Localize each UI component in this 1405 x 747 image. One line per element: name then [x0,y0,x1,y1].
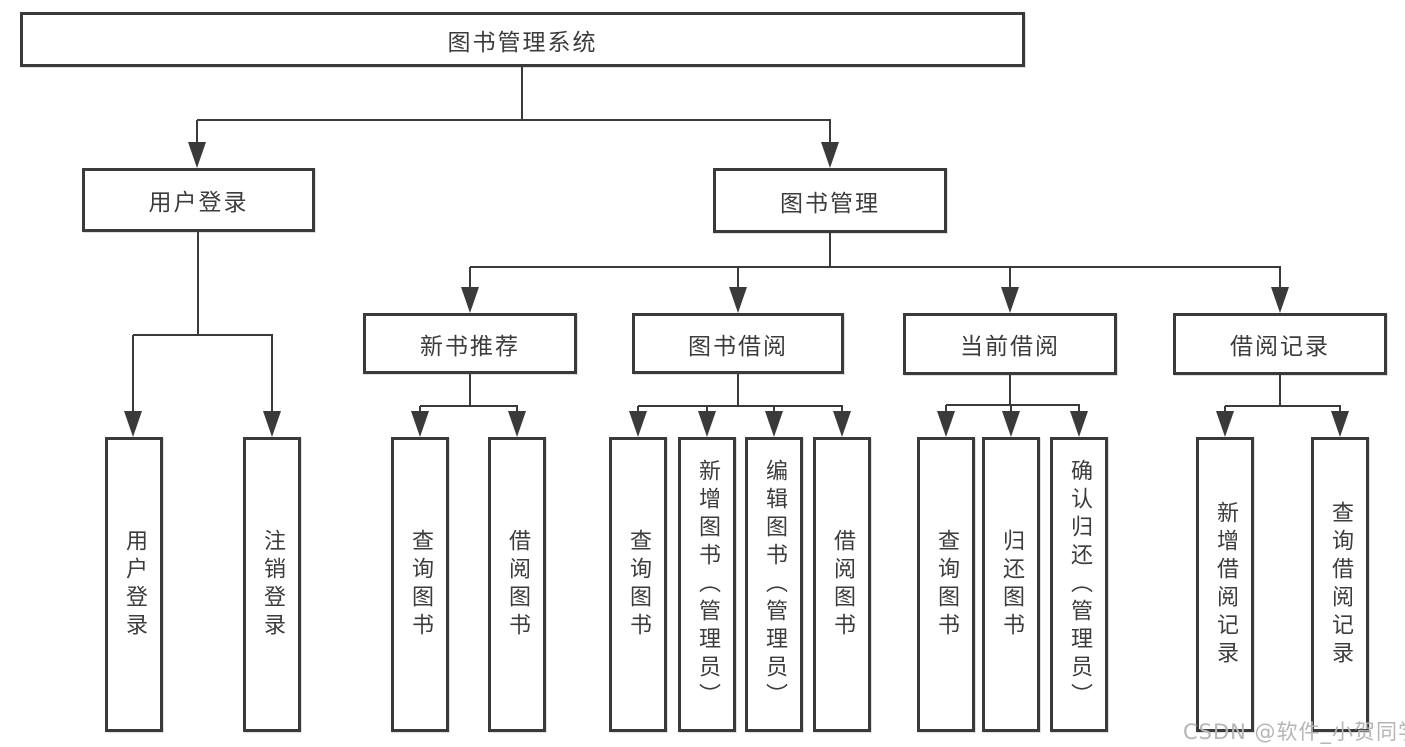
leaf-query-books-borrowing-label: 查询图书 [626,528,651,641]
connector-book-management-stem [829,233,831,268]
connector-records-stem [1279,375,1281,407]
leaf-user-login-label: 用户登录 [122,528,147,641]
node-new-book-recommendation: 新书推荐 [363,313,577,374]
connector-root-stem [521,67,523,120]
leaf-query-books-recommend: 查询图书 [391,437,449,732]
leaf-logout-label: 注销登录 [260,528,285,641]
connector-current-branch [946,404,1080,406]
csdn-watermark: CSDN @软件_小贺同学 [1183,720,1405,744]
leaf-borrow-books: 借阅图书 [813,437,871,732]
node-borrowing-records-label: 借阅记录 [1230,334,1330,360]
arrow-to-leaf-add-books [698,406,716,437]
node-book-borrowing-label: 图书借阅 [688,333,788,360]
node-current-borrowing: 当前借阅 [903,313,1117,375]
arrow-to-new-book-recommendation [461,267,479,313]
arrow-to-user-login-module [188,120,206,168]
leaf-borrow-books-label: 借阅图书 [830,528,855,641]
leaf-return-books-label: 归还图书 [999,528,1024,641]
leaf-query-books-recommend-label: 查询图书 [408,528,433,641]
leaf-add-books-admin: 新增图书（管理员） [678,437,736,732]
connector-current-stem [1009,375,1011,406]
leaf-confirm-return-admin: 确认归还（管理员） [1050,437,1108,732]
connector-borrowing-stem [737,374,739,407]
connector-records-branch [1225,405,1341,407]
leaf-borrow-books-recommend-label: 借阅图书 [505,528,530,641]
connector-user-login-stem [197,232,199,336]
leaf-logout: 注销登录 [243,437,301,732]
arrow-to-leaf-query-books-current [937,405,955,437]
connector-user-login-branch [133,334,273,336]
arrow-to-leaf-user-login [124,335,142,437]
arrow-to-leaf-query-borrow-record [1331,406,1349,437]
node-new-book-recommendation-label: 新书推荐 [420,333,520,360]
connector-recommendation-branch [420,405,518,407]
node-book-management-module: 图书管理 [713,168,947,233]
arrow-to-leaf-confirm-return [1070,405,1088,437]
node-user-login-module: 用户登录 [82,168,315,232]
arrow-to-book-borrowing [729,267,747,313]
leaf-query-books-borrowing: 查询图书 [609,437,667,732]
node-library-management-system: 图书管理系统 [20,12,1025,67]
arrow-to-leaf-query-books-borrowing [629,406,647,437]
connector-book-management-branch [470,266,1281,268]
leaf-query-books-current-label: 查询图书 [934,528,959,641]
leaf-add-borrow-record-label: 新增借阅记录 [1213,500,1238,669]
arrow-to-leaf-borrow-books [833,406,851,437]
node-borrowing-records: 借阅记录 [1173,313,1387,375]
node-current-borrowing-label: 当前借阅 [960,334,1060,360]
arrow-to-leaf-borrow-books-recommend [508,406,526,437]
leaf-query-books-current: 查询图书 [917,437,975,732]
leaf-add-books-admin-label: 新增图书（管理员） [695,458,720,711]
node-library-management-system-label: 图书管理系统 [447,29,598,56]
leaf-query-borrow-record: 查询借阅记录 [1311,437,1369,732]
leaf-add-borrow-record: 新增借阅记录 [1196,437,1254,732]
leaf-user-login: 用户登录 [105,437,163,732]
arrow-to-leaf-logout [263,335,281,437]
arrow-to-leaf-return-books [1002,405,1020,437]
arrow-to-leaf-edit-books [765,406,783,437]
arrow-to-book-management-module [821,120,839,168]
leaf-confirm-return-admin-label: 确认归还（管理员） [1067,458,1092,711]
connector-root-branch [197,119,831,121]
connector-borrowing-branch [638,405,843,407]
node-book-borrowing: 图书借阅 [632,313,844,374]
arrow-to-leaf-add-borrow-record [1216,406,1234,437]
leaf-return-books: 归还图书 [982,437,1040,732]
leaf-borrow-books-recommend: 借阅图书 [488,437,546,732]
node-book-management-module-label: 图书管理 [780,190,880,217]
node-user-login-module-label: 用户登录 [148,190,249,216]
connector-recommendation-stem [469,374,471,407]
arrow-to-current-borrowing [1001,267,1019,313]
leaf-query-borrow-record-label: 查询借阅记录 [1328,500,1353,669]
leaf-edit-books-admin: 编辑图书（管理员） [745,437,803,732]
leaf-edit-books-admin-label: 编辑图书（管理员） [762,458,787,711]
arrow-to-leaf-query-books-recommend [411,406,429,437]
arrow-to-borrowing-records [1271,267,1289,313]
